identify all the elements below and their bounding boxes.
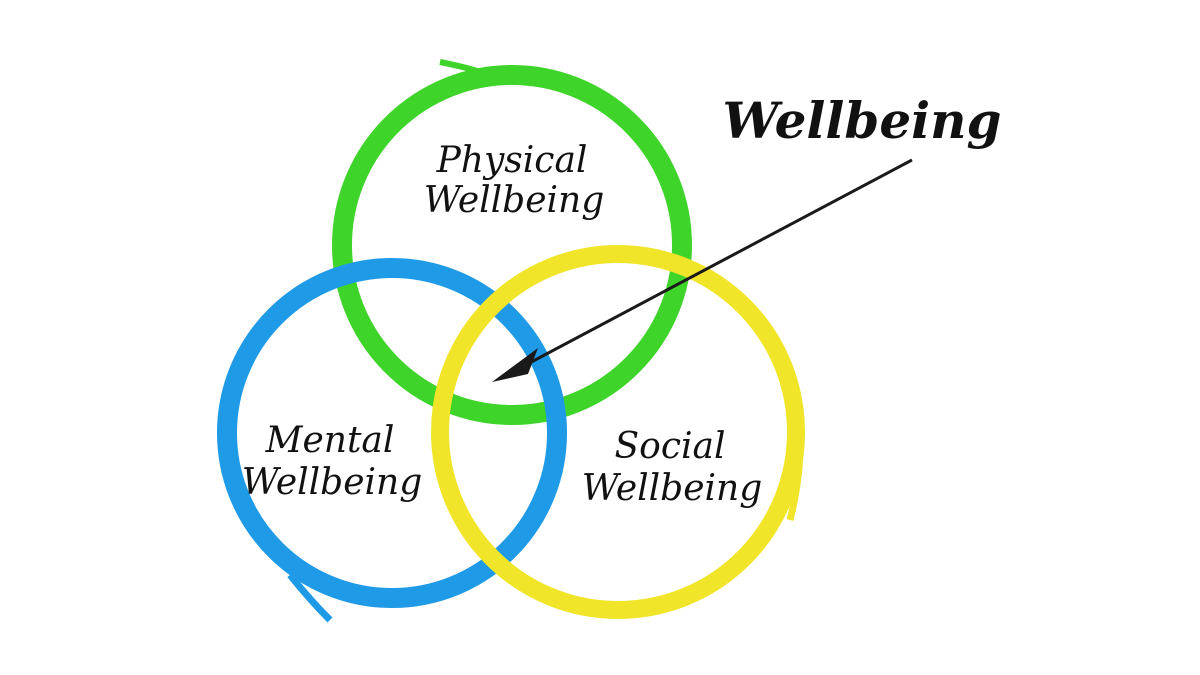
physical-circle [332,59,692,425]
arrow-shaft [519,158,913,370]
wellbeing-arrow [492,158,913,382]
physical-label-line1: Physical [436,140,588,181]
mental-circle-ring [217,258,567,608]
mental-circle [217,258,567,623]
physical-circle-ring [332,65,692,425]
mental-label-line1: Mental [265,420,395,461]
wellbeing-title: Wellbeing [723,91,1002,150]
social-circle [431,245,805,619]
arrow-head [492,348,538,382]
social-circle-brush-stroke [786,378,804,521]
mental-circle-brush-stroke [287,572,333,623]
mental-label-line2: Wellbeing [242,462,423,503]
physical-circle-brush-stroke [439,59,497,81]
physical-label-line2: Wellbeing [424,180,605,221]
social-label-line2: Wellbeing [582,468,763,509]
social-circle-ring [431,245,805,619]
social-label-line1: Social [615,426,726,467]
